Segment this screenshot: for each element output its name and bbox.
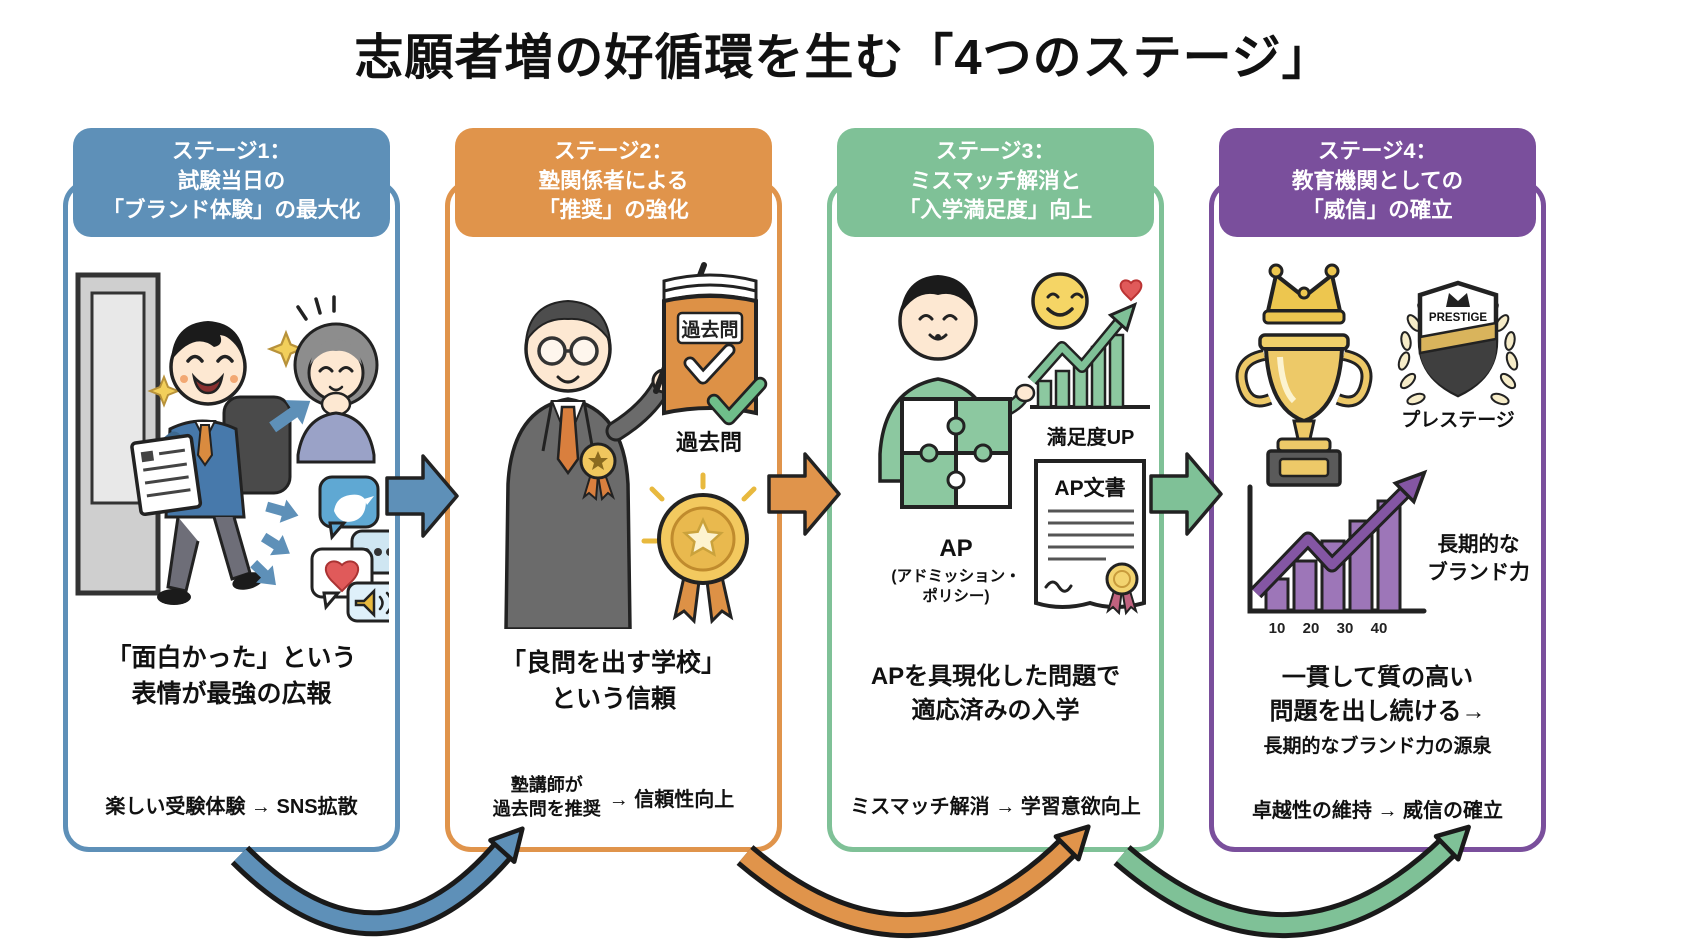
speaker-bubble-icon bbox=[346, 581, 389, 623]
stage1-main-text: 「面白かった」という 表情が最強の広報 bbox=[106, 644, 357, 709]
teacher-icon bbox=[504, 262, 707, 629]
stage2-footer-right: → 信頼性向上 bbox=[608, 789, 735, 812]
chart-tick-labels: 10 20 30 40 bbox=[1269, 620, 1388, 637]
brand-power-caption: 長期的な ブランド力 bbox=[1427, 533, 1530, 584]
stage1-card: 「面白かった」という 表情が最強の広報 楽しい受験体験 → SNS拡散 ステージ… bbox=[63, 128, 400, 852]
stage4-card: PRESTIGE 10 20 bbox=[1209, 128, 1546, 852]
stage2-illustration: 過去問 bbox=[456, 249, 771, 629]
exam-paper-icon bbox=[130, 433, 203, 517]
arrow-stage1-to-stage2 bbox=[385, 454, 459, 538]
puzzle-caption: AP bbox=[939, 535, 973, 562]
book-caption: 過去問 bbox=[675, 430, 742, 455]
stage2-footer: 塾講師が 過去問を推奨 → 信頼性向上 bbox=[493, 774, 735, 821]
satisfaction-caption: 満足度UP bbox=[1046, 427, 1135, 449]
stage4-prestige-scene: PRESTIGE 10 20 bbox=[1235, 263, 1519, 637]
svg-text:40: 40 bbox=[1371, 620, 1388, 637]
stage1-header: ステージ1： 試験当日の 「ブランド体験」の最大化 bbox=[73, 128, 390, 237]
stage1-footer-text: 楽しい受験体験 → SNS拡散 bbox=[105, 796, 358, 818]
trophy-icon bbox=[1235, 263, 1373, 487]
twitter-icon bbox=[318, 475, 380, 541]
green-check-icon bbox=[706, 376, 768, 426]
prestige-badge-icon: PRESTIGE bbox=[1397, 280, 1519, 406]
smiley-icon bbox=[1031, 272, 1089, 330]
spread-arrows-icon bbox=[250, 400, 311, 586]
ap-document-icon: AP文書 bbox=[1034, 459, 1146, 616]
stage2-header: ステージ2： 塾関係者による 「推奨」の強化 bbox=[455, 128, 772, 237]
seal-icon bbox=[1105, 562, 1139, 616]
stage2-main-text: 「良問を出す学校」 という信頼 bbox=[500, 649, 726, 714]
gold-medal-icon bbox=[641, 472, 757, 625]
stage4-main-text: 一貫して質の高い 問題を出し続ける→ bbox=[1269, 664, 1486, 726]
book-title-label: 過去問 bbox=[681, 318, 738, 341]
stage4-header: ステージ4： 教育機関としての 「威信」の確立 bbox=[1219, 128, 1536, 237]
stage4-illustration: PRESTIGE 10 20 bbox=[1220, 249, 1535, 651]
arrow-stage3-to-stage4 bbox=[1149, 452, 1223, 536]
heart-icon bbox=[1119, 279, 1143, 302]
crown-icon bbox=[1446, 293, 1470, 307]
happy-parent-icon bbox=[293, 295, 379, 464]
svg-text:30: 30 bbox=[1337, 620, 1354, 637]
svg-text:20: 20 bbox=[1303, 620, 1320, 637]
page-title: 志願者増の好循環を生む「4つのステージ」 bbox=[354, 31, 1332, 85]
prestige-label: PRESTIGE bbox=[1429, 312, 1487, 324]
stage3-main-text: APを具現化した問題で 適応済みの入学 bbox=[870, 663, 1121, 725]
stage2-teacher-scene: 過去問 bbox=[504, 262, 768, 629]
glasses-icon bbox=[537, 336, 599, 366]
stage4-sub-text: 長期的なブランド力の源泉 bbox=[1263, 736, 1492, 758]
stage2-card-body: 過去問 bbox=[445, 180, 782, 852]
stage3-footer-text: ミスマッチ解消 → 学習意欲向上 bbox=[850, 796, 1141, 818]
stage2-card: 過去問 bbox=[445, 128, 782, 852]
stage2-footer-left: 塾講師が 過去問を推奨 bbox=[492, 775, 601, 819]
rosette-badge-icon bbox=[579, 442, 617, 502]
prestige-caption: プレステージ bbox=[1401, 410, 1515, 431]
puzzle-caption-sub: (アドミッション・ ポリシー) bbox=[891, 568, 1021, 606]
sparkle-icon bbox=[147, 329, 306, 408]
stage3-fit-scene: AP文書 bbox=[878, 272, 1150, 616]
stage3-card: AP文書 bbox=[827, 128, 1164, 852]
arrow-stage2-to-stage3 bbox=[767, 452, 841, 536]
doc-title-label: AP文書 bbox=[1054, 476, 1125, 500]
stage4-card-body: PRESTIGE 10 20 bbox=[1209, 180, 1546, 852]
stage4-footer-text: 卓越性の維持 → 威信の確立 bbox=[1251, 800, 1504, 822]
stage1-card-body: 「面白かった」という 表情が最強の広報 楽しい受験体験 → SNS拡散 bbox=[63, 180, 400, 852]
student-puzzle-icon bbox=[878, 275, 1036, 509]
satisfaction-chart-icon bbox=[1027, 272, 1150, 409]
stage3-card-body: AP文書 bbox=[827, 180, 1164, 852]
svg-text:10: 10 bbox=[1269, 620, 1286, 637]
brand-growth-chart-icon: 10 20 30 40 bbox=[1247, 469, 1428, 637]
student-icon bbox=[130, 321, 292, 605]
stage3-header: ステージ3： ミスマッチ解消と 「入学満足度」向上 bbox=[837, 128, 1154, 237]
door-icon bbox=[75, 272, 161, 596]
kakomon-book-icon: 過去問 bbox=[662, 273, 768, 426]
stage1-exam-day-scene bbox=[75, 272, 389, 623]
stage3-illustration: AP文書 bbox=[838, 249, 1153, 644]
stage1-illustration bbox=[74, 249, 389, 624]
